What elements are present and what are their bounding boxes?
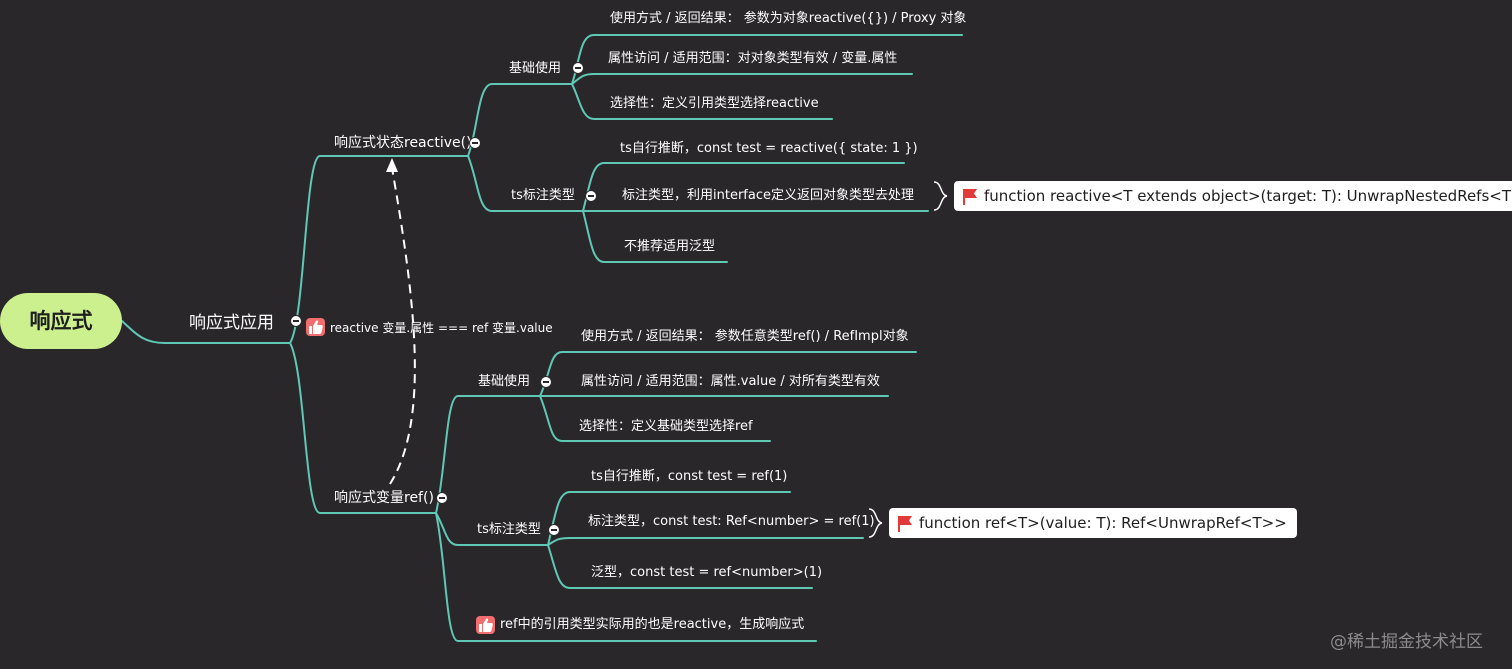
edge-f-ts-2 bbox=[547, 537, 864, 546]
ref-ts-item-2[interactable]: 标注类型，const test: Ref<number> = ref(1) bbox=[588, 514, 875, 529]
ref-ts-item-1[interactable]: ts自行推断，const test = ref(1) bbox=[591, 469, 788, 484]
ref-basic-item-3[interactable]: 选择性：定义基础类型选择ref bbox=[579, 419, 753, 434]
reactive-ts-item-2[interactable]: 标注类型，利用interface定义返回对象类型去处理 bbox=[622, 188, 914, 203]
edge-r-ts-3 bbox=[582, 210, 728, 263]
thumbs-up-icon bbox=[306, 318, 325, 336]
edge-r-basic-2 bbox=[571, 73, 913, 85]
reactive-ts-label[interactable]: ts标注类型 bbox=[511, 188, 575, 203]
thumbs-up-icon bbox=[476, 616, 495, 634]
relation-arrow bbox=[389, 167, 416, 485]
edge-f-basic-1 bbox=[539, 351, 917, 397]
reactive-ts-item-1[interactable]: ts自行推断，const test = reactive({ state: 1 … bbox=[620, 141, 918, 156]
flag-icon bbox=[898, 515, 912, 532]
ref-basic-item-1[interactable]: 使用方式 / 返回结果： 参数任意类型ref() / RefImpl对象 bbox=[581, 329, 909, 344]
edge-f-ts-3 bbox=[547, 544, 813, 589]
ref-basic-item-2[interactable]: 属性访问 / 适用范围：属性.value / 对所有类型有效 bbox=[581, 374, 880, 389]
ref-note[interactable]: ref中的引用类型实际用的也是reactive，生成响应式 bbox=[500, 617, 805, 632]
ref-signature-text: function ref<T>(value: T): Ref<UnwrapRef… bbox=[919, 514, 1287, 532]
edge-f-basic-3 bbox=[539, 395, 771, 442]
edge-reactive-basic bbox=[467, 83, 573, 157]
reactive-basic-item-1[interactable]: 使用方式 / 返回结果： 参数为对象reactive({}) / Proxy 对… bbox=[610, 11, 967, 26]
brace-icon bbox=[868, 508, 883, 538]
collapse-icon[interactable] bbox=[548, 524, 560, 536]
reactive-basic-item-2[interactable]: 属性访问 / 适用范围：对对象类型有效 / 变量.属性 bbox=[608, 51, 898, 66]
relation-arrowhead bbox=[386, 158, 398, 172]
reactive-signature-callout[interactable]: function reactive<T extends object>(targ… bbox=[954, 181, 1512, 211]
collapse-icon[interactable] bbox=[585, 190, 597, 202]
edge-r-basic-1 bbox=[571, 34, 963, 85]
collapse-icon[interactable] bbox=[436, 492, 448, 504]
edge-ref-basic bbox=[435, 395, 541, 514]
edge-root-main bbox=[121, 320, 291, 344]
edge-r-ts-1 bbox=[582, 162, 905, 212]
reactive-basic-label[interactable]: 基础使用 bbox=[509, 61, 562, 76]
collapse-icon[interactable] bbox=[572, 62, 584, 74]
edge-ref-ts bbox=[435, 512, 549, 546]
brace-icon bbox=[933, 181, 948, 211]
reactive-ts-item-3[interactable]: 不推荐适用泛型 bbox=[624, 239, 716, 254]
collapse-icon[interactable] bbox=[469, 137, 481, 149]
collapse-icon[interactable] bbox=[290, 315, 302, 327]
ref-node-label[interactable]: 响应式变量ref() bbox=[334, 490, 434, 506]
ref-basic-label[interactable]: 基础使用 bbox=[478, 374, 531, 389]
relation-note: reactive 变量.属性 === ref 变量.value bbox=[330, 321, 553, 335]
edge-r-basic-3 bbox=[571, 83, 833, 120]
main-node-label[interactable]: 响应式应用 bbox=[189, 313, 274, 333]
collapse-icon[interactable] bbox=[540, 376, 552, 388]
reactive-signature-text: function reactive<T extends object>(targ… bbox=[984, 187, 1512, 205]
edge-main-ref bbox=[289, 342, 437, 514]
reactive-basic-item-3[interactable]: 选择性：定义引用类型选择reactive bbox=[610, 96, 819, 111]
ref-signature-callout[interactable]: function ref<T>(value: T): Ref<UnwrapRef… bbox=[889, 508, 1297, 538]
root-node[interactable]: 响应式 bbox=[0, 293, 122, 349]
edge-main-reactive bbox=[289, 155, 469, 344]
ref-ts-label[interactable]: ts标注类型 bbox=[477, 522, 541, 537]
reactive-node-label[interactable]: 响应式状态reactive() bbox=[334, 135, 472, 151]
watermark: @稀土掘金技术社区 bbox=[1330, 632, 1483, 652]
edge-reactive-ts bbox=[467, 155, 584, 212]
edge-ref-note bbox=[435, 512, 817, 642]
ref-ts-item-3[interactable]: 泛型，const test = ref<number>(1) bbox=[591, 565, 823, 580]
flag-icon bbox=[963, 188, 977, 205]
